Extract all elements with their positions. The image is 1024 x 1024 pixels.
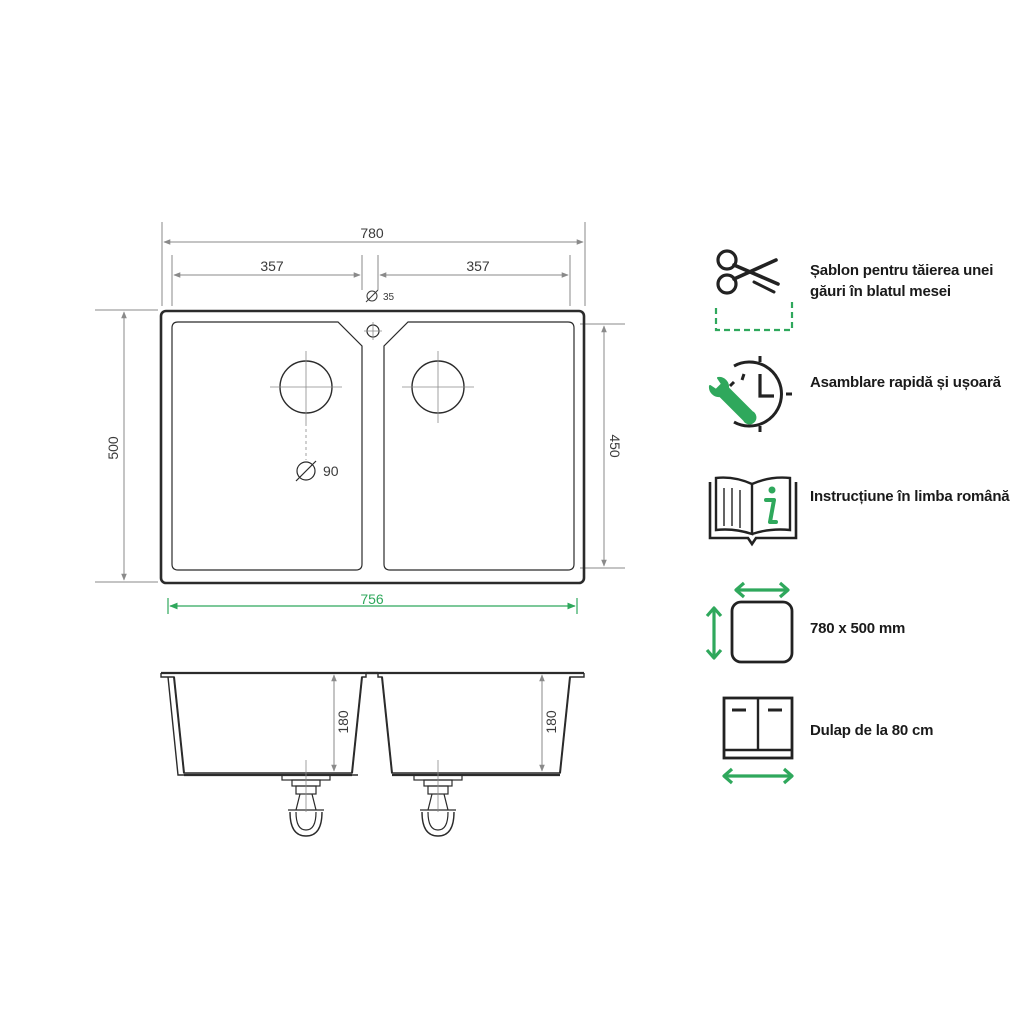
feature-manual-label: Instrucțiune în limba română	[810, 488, 1010, 505]
feature-template: Șablon pentru tăierea unei găuri în blat…	[700, 246, 1010, 336]
dim-overall-width: 780	[360, 225, 384, 241]
feature-manual: Instrucțiune în limba română	[700, 472, 1010, 552]
right-siphon	[413, 760, 463, 837]
manual-book-icon	[708, 476, 798, 547]
dim-cabinet-cut-width: 756	[360, 591, 384, 607]
cabinet-width-icon	[722, 696, 794, 785]
feature-cabinet: Dulap de la 80 cm	[700, 694, 1010, 786]
dim-left-bowl-width: 357	[260, 258, 284, 274]
dim-left-bowl-height: 180	[335, 710, 351, 734]
feature-assembly: Asamblare rapidă și ușoară	[700, 352, 1010, 442]
dim-right-bowl-height: 180	[543, 710, 559, 734]
left-bowl-section	[160, 673, 367, 774]
feature-size-label: 780 x 500 mm	[810, 620, 906, 637]
size-square-icon	[705, 581, 794, 664]
tap-hole-diameter-symbol	[365, 289, 379, 303]
top-dimension-lines	[161, 222, 586, 306]
right-bowl-section	[377, 673, 585, 774]
front-height-dimensions	[331, 674, 545, 772]
left-bowl-outline	[171, 321, 363, 571]
sink-outer-rim	[159, 309, 586, 585]
dim-inner-depth: 450	[607, 434, 623, 458]
scissors-template-icon	[714, 249, 794, 332]
dim-overall-depth: 500	[105, 436, 121, 460]
dim-drain-diameter: 90	[323, 463, 339, 479]
left-siphon	[281, 760, 331, 837]
dim-right-bowl-width: 357	[466, 258, 490, 274]
left-dimension-lines	[95, 309, 158, 583]
drain-diameter-symbol	[296, 461, 316, 481]
wrench-clock-icon	[708, 356, 792, 432]
feature-size: 780 x 500 mm	[700, 578, 1010, 670]
feature-template-label: Șablon pentru tăierea unei găuri în blat…	[810, 262, 994, 300]
feature-cabinet-label: Dulap de la 80 cm	[810, 722, 934, 739]
right-dimension-lines	[580, 323, 625, 569]
dim-tap-hole: 35	[383, 292, 395, 303]
feature-assembly-label: Asamblare rapidă și ușoară	[810, 374, 1001, 391]
cabinet-cut-dimension	[167, 598, 578, 614]
sink-top-view	[159, 309, 586, 585]
sink-front-view	[160, 671, 585, 837]
right-bowl-outline	[383, 321, 575, 571]
